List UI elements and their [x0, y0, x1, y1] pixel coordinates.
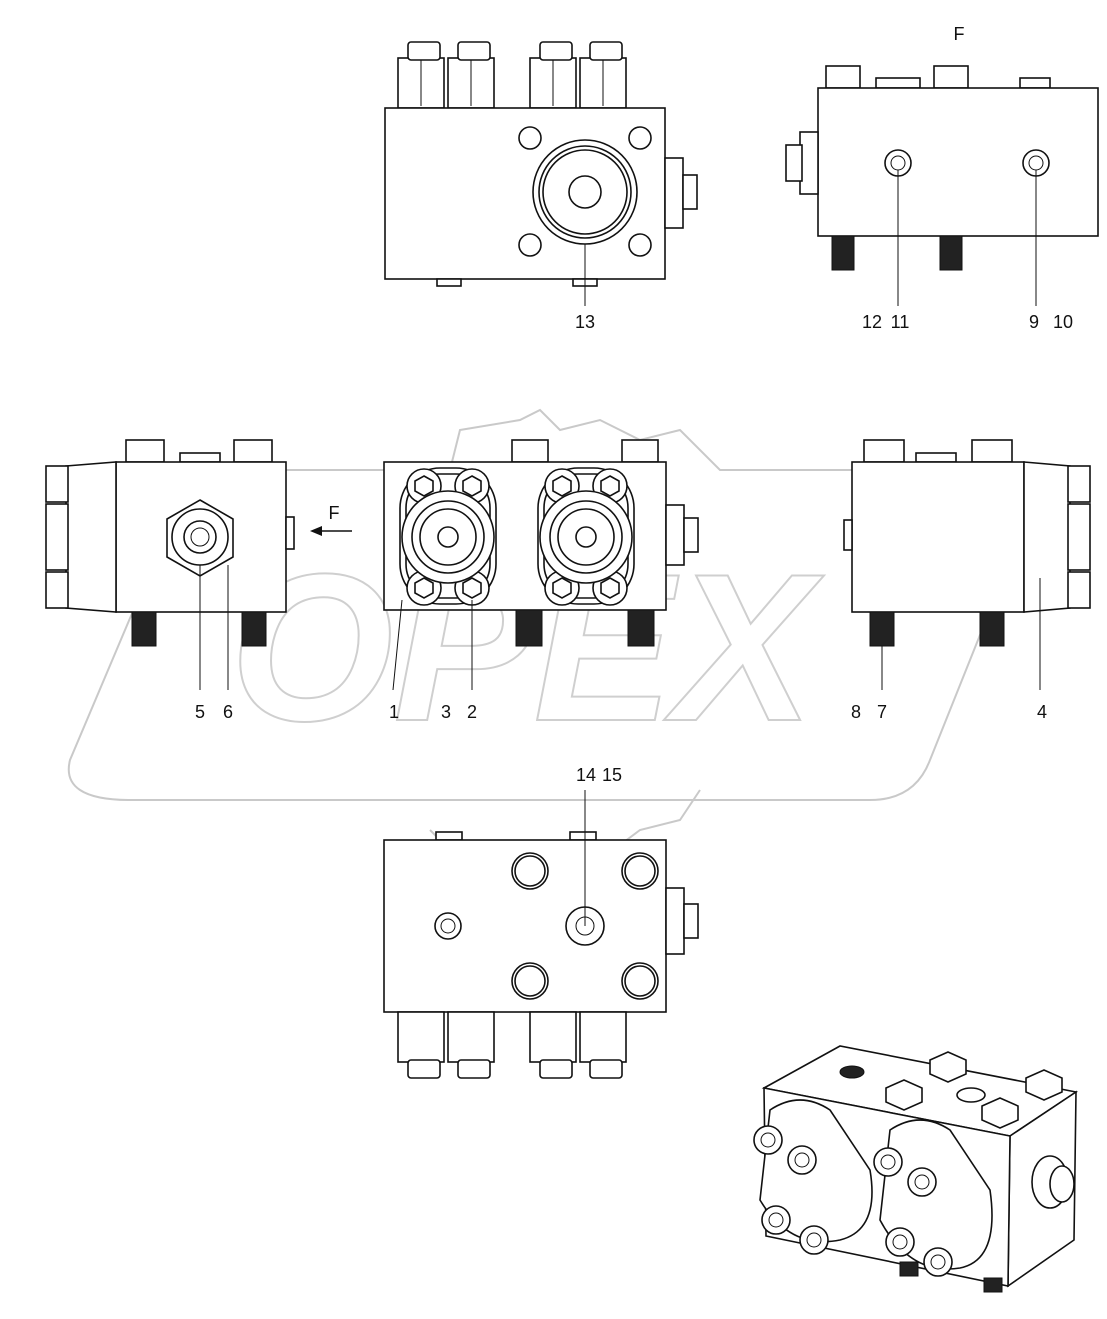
split-flange-right [537, 467, 635, 606]
valve-block-front [384, 107, 666, 280]
callout-3: 3 [441, 702, 451, 722]
callout-4: 4 [1037, 702, 1047, 722]
split-flange-left [399, 467, 497, 606]
callout-13: 13 [575, 312, 595, 332]
callout-12: 12 [862, 312, 882, 332]
callout-9: 9 [1029, 312, 1039, 332]
left-view: F [45, 439, 352, 690]
top-side-view: F [785, 24, 1099, 306]
callout-14: 14 [576, 765, 596, 785]
isometric-view [753, 1045, 1079, 1293]
bolt-hole [518, 126, 542, 150]
callout-6: 6 [223, 702, 233, 722]
valve-block-bottom [383, 839, 667, 1013]
center-view [383, 439, 699, 691]
callout-15: 15 [602, 765, 622, 785]
callout-10: 10 [1053, 312, 1073, 332]
top-front-view [384, 41, 698, 306]
callout-7: 7 [877, 702, 887, 722]
top-fittings [397, 41, 627, 109]
valve-block-right [851, 461, 1025, 613]
right-view [843, 439, 1091, 690]
callout-1: 1 [389, 702, 399, 722]
callout-11: 11 [891, 312, 910, 332]
valve-block-side [817, 87, 1099, 237]
bottom-view: 14 15 [383, 765, 699, 1079]
view-letter-f: F [954, 24, 965, 44]
side-plug [664, 157, 684, 229]
callout-8: 8 [851, 702, 861, 722]
arrow-letter-f: F [329, 503, 340, 523]
callout-5: 5 [195, 702, 205, 722]
callout-2: 2 [467, 702, 477, 722]
